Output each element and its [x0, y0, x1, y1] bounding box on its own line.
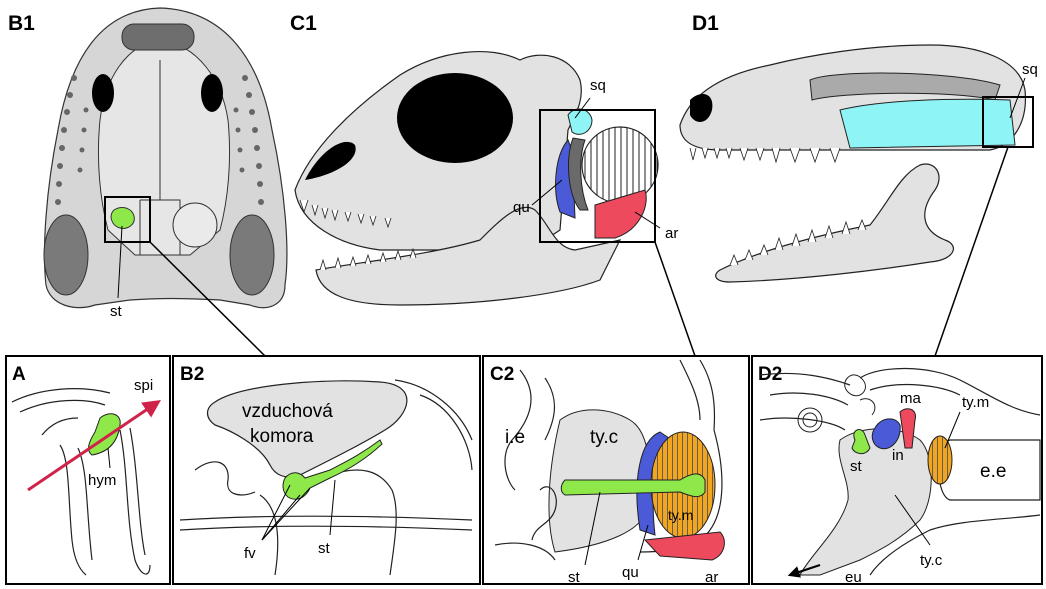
c1-squamosal [568, 109, 592, 134]
panel-a: A spi hym [6, 356, 170, 584]
panel-c1-skull-lateral: C1 sq qu ar [290, 12, 678, 305]
panel-d1-skull: D1 sq [680, 12, 1038, 282]
c2-label-qu: qu [622, 564, 639, 581]
c1-tympanum [582, 127, 658, 203]
b1-naris-right [201, 74, 223, 112]
b1-condyle-right [230, 215, 274, 295]
a-label-spi: spi [134, 377, 153, 394]
b1-label-st: st [110, 303, 123, 320]
d2-label-ma: ma [900, 390, 921, 407]
panel-d2: D2 ma ty.m st in e.e eu ty.c [752, 356, 1042, 586]
d1-label-sq: sq [1022, 61, 1038, 78]
d1-lower-jaw [716, 164, 954, 282]
c1-label-qu: qu [513, 199, 530, 216]
b1-naris-left [92, 74, 114, 112]
d1-squamosal [840, 99, 1015, 148]
b2-label-fv: fv [244, 545, 256, 562]
d2-label-tyc: ty.c [920, 552, 943, 569]
c1-label-sq: sq [590, 77, 606, 94]
c1-label-ar: ar [665, 225, 678, 242]
panel-label-c1: C1 [290, 12, 317, 35]
d2-label-tym: ty.m [962, 394, 989, 411]
panel-c2: C2 i.e ty.c ty.m st qu ar [483, 356, 749, 586]
panel-label-c2: C2 [490, 364, 514, 385]
c2-label-ie: i.e [505, 427, 525, 448]
b1-premaxilla [122, 24, 194, 50]
d2-label-ee: e.e [980, 461, 1006, 482]
d2-tympanic-membrane [928, 436, 952, 484]
c2-label-tyc: ty.c [590, 427, 618, 448]
b1-stapes [111, 208, 134, 229]
panel-label-d1: D1 [692, 12, 719, 35]
b1-condyle-left [44, 215, 88, 295]
d2-label-eu: eu [845, 569, 862, 586]
c1-orbit [397, 73, 513, 163]
c2-label-tym: ty.m [668, 507, 693, 523]
panel-label-b2: B2 [180, 364, 204, 385]
b1-otic-right [173, 203, 217, 247]
b2-label-st: st [318, 540, 331, 557]
d2-label-st: st [850, 458, 863, 475]
panel-label-a: A [12, 364, 26, 385]
panel-label-b1: B1 [8, 12, 35, 35]
d2-label-in: in [892, 447, 904, 464]
b2-label-chamber-2: komora [250, 426, 314, 447]
c2-label-st: st [568, 569, 581, 586]
c2-label-ar: ar [705, 569, 718, 586]
panel-b2: B2 vzduchová komora fv st [173, 356, 480, 584]
panel-b1-skull-ventral: B1 st [8, 8, 287, 320]
b2-label-chamber-1: vzduchová [242, 401, 333, 422]
a-label-hym: hym [88, 472, 116, 489]
